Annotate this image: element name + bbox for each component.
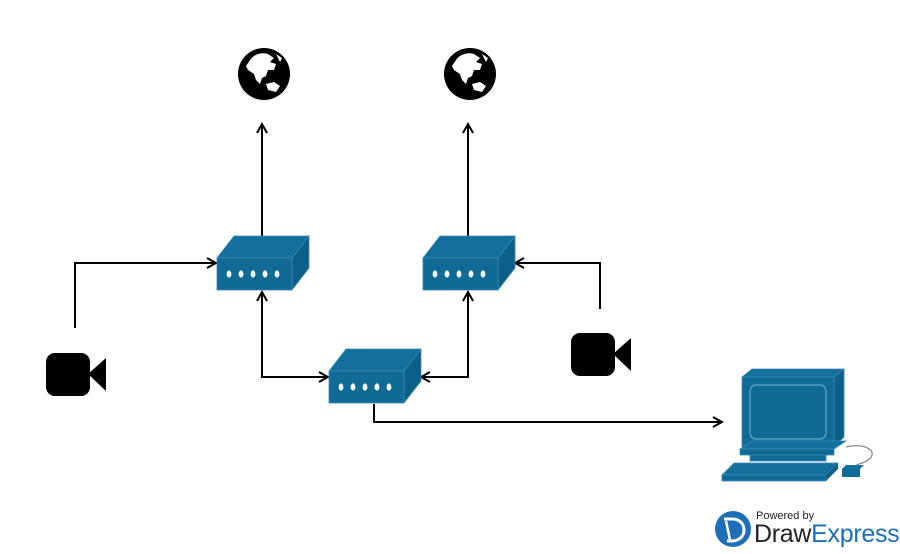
network-switch[interactable] xyxy=(422,234,516,292)
computer-icon[interactable] xyxy=(721,368,873,482)
edge-switch1-switch3[interactable] xyxy=(262,292,328,377)
drawexpress-logo-icon xyxy=(715,511,751,547)
brand-draw: Draw xyxy=(754,520,812,548)
video-camera-icon[interactable] xyxy=(46,353,106,396)
edge-camera1-switch1[interactable] xyxy=(74,263,216,328)
powered-by-label: Powered by xyxy=(756,510,815,522)
network-switch[interactable] xyxy=(328,347,422,405)
brand-express: Express xyxy=(811,520,900,548)
globe-icon[interactable] xyxy=(238,48,290,100)
edge-camera2-switch2[interactable] xyxy=(515,263,601,309)
edge-switch3-workstation[interactable] xyxy=(373,404,722,422)
edge-switch2-switch3[interactable] xyxy=(421,292,468,377)
globe-icon[interactable] xyxy=(444,48,496,100)
video-camera-icon[interactable] xyxy=(571,333,631,376)
edges xyxy=(74,124,722,422)
network-switch[interactable] xyxy=(216,234,310,292)
drawexpress-watermark: Powered by DrawExpress xyxy=(714,508,900,552)
brand-name: DrawExpress xyxy=(754,520,900,549)
